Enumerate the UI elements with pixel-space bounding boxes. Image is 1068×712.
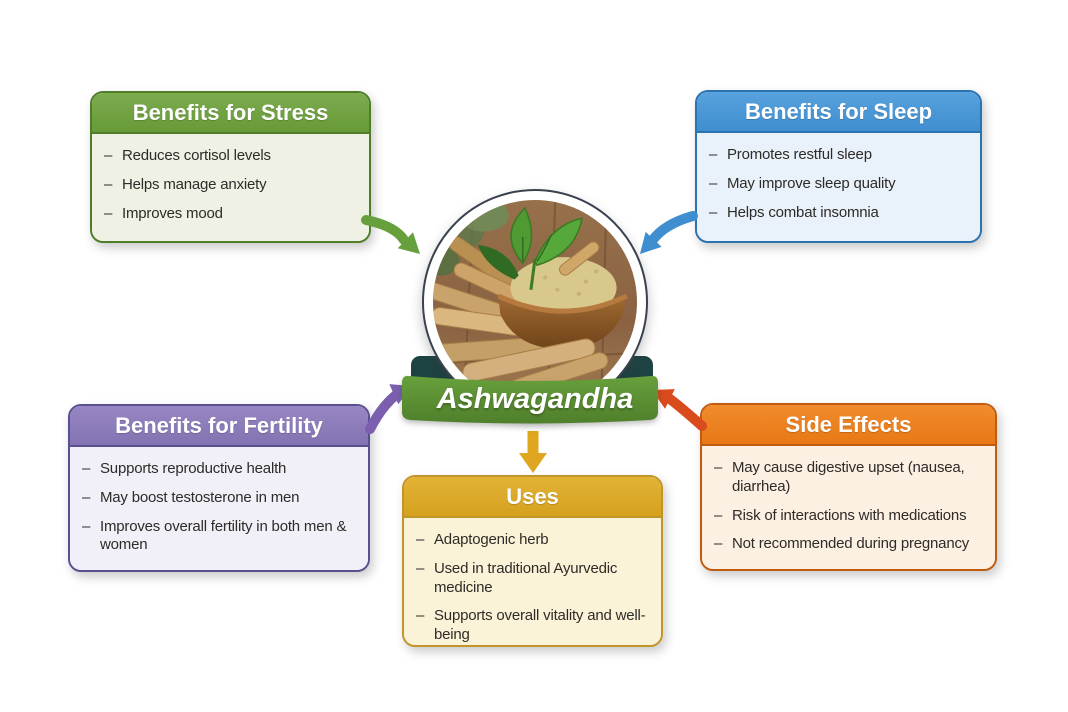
list-item-text: May boost testosterone in men: [100, 488, 300, 506]
list-item-text: Reduces cortisol levels: [122, 147, 271, 164]
powder-bowl: [497, 241, 628, 349]
list-item-text: May cause digestive upset (nausea, diarr…: [732, 459, 965, 495]
uses-box: Uses –Adaptogenic herb –Used in traditio…: [402, 475, 663, 647]
list-item: –Improves overall fertility in both men …: [82, 518, 362, 556]
dash-bullet: –: [416, 531, 425, 548]
ashwagandha-photo: [433, 200, 637, 404]
dash-bullet: –: [416, 607, 425, 625]
list-item: –Improves mood: [104, 205, 363, 224]
dash-bullet: –: [714, 506, 723, 524]
gold-arrow-center-to-uses: [519, 431, 547, 473]
dash-bullet: –: [82, 488, 91, 506]
dash-bullet: –: [82, 517, 91, 535]
center-label: Ashwagandha: [436, 383, 634, 415]
list-item: –Reduces cortisol levels: [104, 147, 363, 166]
root-in-powder: [558, 241, 600, 276]
list-item: –Supports reproductive health: [82, 460, 362, 479]
dash-bullet: –: [709, 174, 718, 192]
green-arrow-stress-to-center: [361, 215, 420, 254]
purple-arrow-fertility-to-center: [365, 384, 412, 434]
side-effects-box-title: Side Effects: [702, 405, 995, 446]
uses-box-title: Uses: [404, 477, 661, 518]
dash-bullet: –: [104, 175, 113, 193]
list-item-text: Supports overall vitality and well-being: [434, 607, 646, 643]
list-item: –Adaptogenic herb: [416, 531, 655, 550]
fertility-benefits-box: Benefits for Fertility –Supports reprodu…: [68, 404, 370, 572]
dash-bullet: –: [416, 559, 425, 577]
list-item-text: Supports reproductive health: [100, 460, 287, 477]
uses-box-body: –Adaptogenic herb –Used in traditional A…: [404, 518, 661, 645]
list-item: –Helps manage anxiety: [104, 176, 363, 195]
side-effects-box: Side Effects –May cause digestive upset …: [700, 403, 997, 571]
list-item-text: Improves overall fertility in both men &…: [100, 517, 347, 554]
blue-arrow-sleep-to-center: [640, 211, 698, 254]
list-item: –May cause digestive upset (nausea, diar…: [714, 459, 989, 497]
center-photo-ring: [422, 189, 648, 415]
sleep-box-body: –Promotes restful sleep –May improve sle…: [697, 133, 980, 241]
stress-box-body: –Reduces cortisol levels –Helps manage a…: [92, 134, 369, 241]
list-item-text: Used in traditional Ayurvedic medicine: [434, 559, 618, 596]
dash-bullet: –: [709, 203, 718, 221]
list-item: –May improve sleep quality: [709, 175, 974, 194]
powder-speckles: [543, 267, 599, 296]
list-item: –Promotes restful sleep: [709, 146, 974, 165]
red-arrow-side-effects-to-center: [652, 389, 707, 431]
list-item-text: Helps combat insomnia: [727, 203, 879, 221]
stress-box-title: Benefits for Stress: [92, 93, 369, 134]
sleep-benefits-box: Benefits for Sleep –Promotes restful sle…: [695, 90, 982, 243]
sleep-box-title: Benefits for Sleep: [697, 92, 980, 133]
ashwagandha-photo-illustration: [433, 200, 637, 404]
fertility-box-title: Benefits for Fertility: [70, 406, 368, 447]
list-item-text: Risk of interactions with medications: [732, 506, 967, 524]
dash-bullet: –: [104, 204, 113, 222]
list-item: –Helps combat insomnia: [709, 204, 974, 223]
list-item-text: Not recommended during pregnancy: [732, 535, 970, 553]
dash-bullet: –: [709, 146, 718, 163]
list-item: –Not recommended during pregnancy: [714, 535, 989, 554]
dash-bullet: –: [104, 147, 113, 164]
list-item-text: Adaptogenic herb: [434, 531, 549, 548]
list-item-text: May improve sleep quality: [727, 174, 896, 192]
list-item: –Used in traditional Ayurvedic medicine: [416, 560, 655, 598]
green-leaves: [477, 206, 583, 290]
list-item-text: Promotes restful sleep: [727, 146, 872, 163]
list-item: –May boost testosterone in men: [82, 489, 362, 508]
list-item-text: Helps manage anxiety: [122, 175, 267, 193]
list-item: –Risk of interactions with medications: [714, 507, 989, 526]
list-item: –Supports overall vitality and well-bein…: [416, 607, 655, 645]
stress-benefits-box: Benefits for Stress –Reduces cortisol le…: [90, 91, 371, 243]
dash-bullet: –: [714, 535, 723, 553]
side-effects-box-body: –May cause digestive upset (nausea, diar…: [702, 446, 995, 569]
dash-bullet: –: [714, 459, 723, 476]
dash-bullet: –: [82, 460, 91, 477]
list-item-text: Improves mood: [122, 204, 223, 222]
fertility-box-body: –Supports reproductive health –May boost…: [70, 447, 368, 570]
